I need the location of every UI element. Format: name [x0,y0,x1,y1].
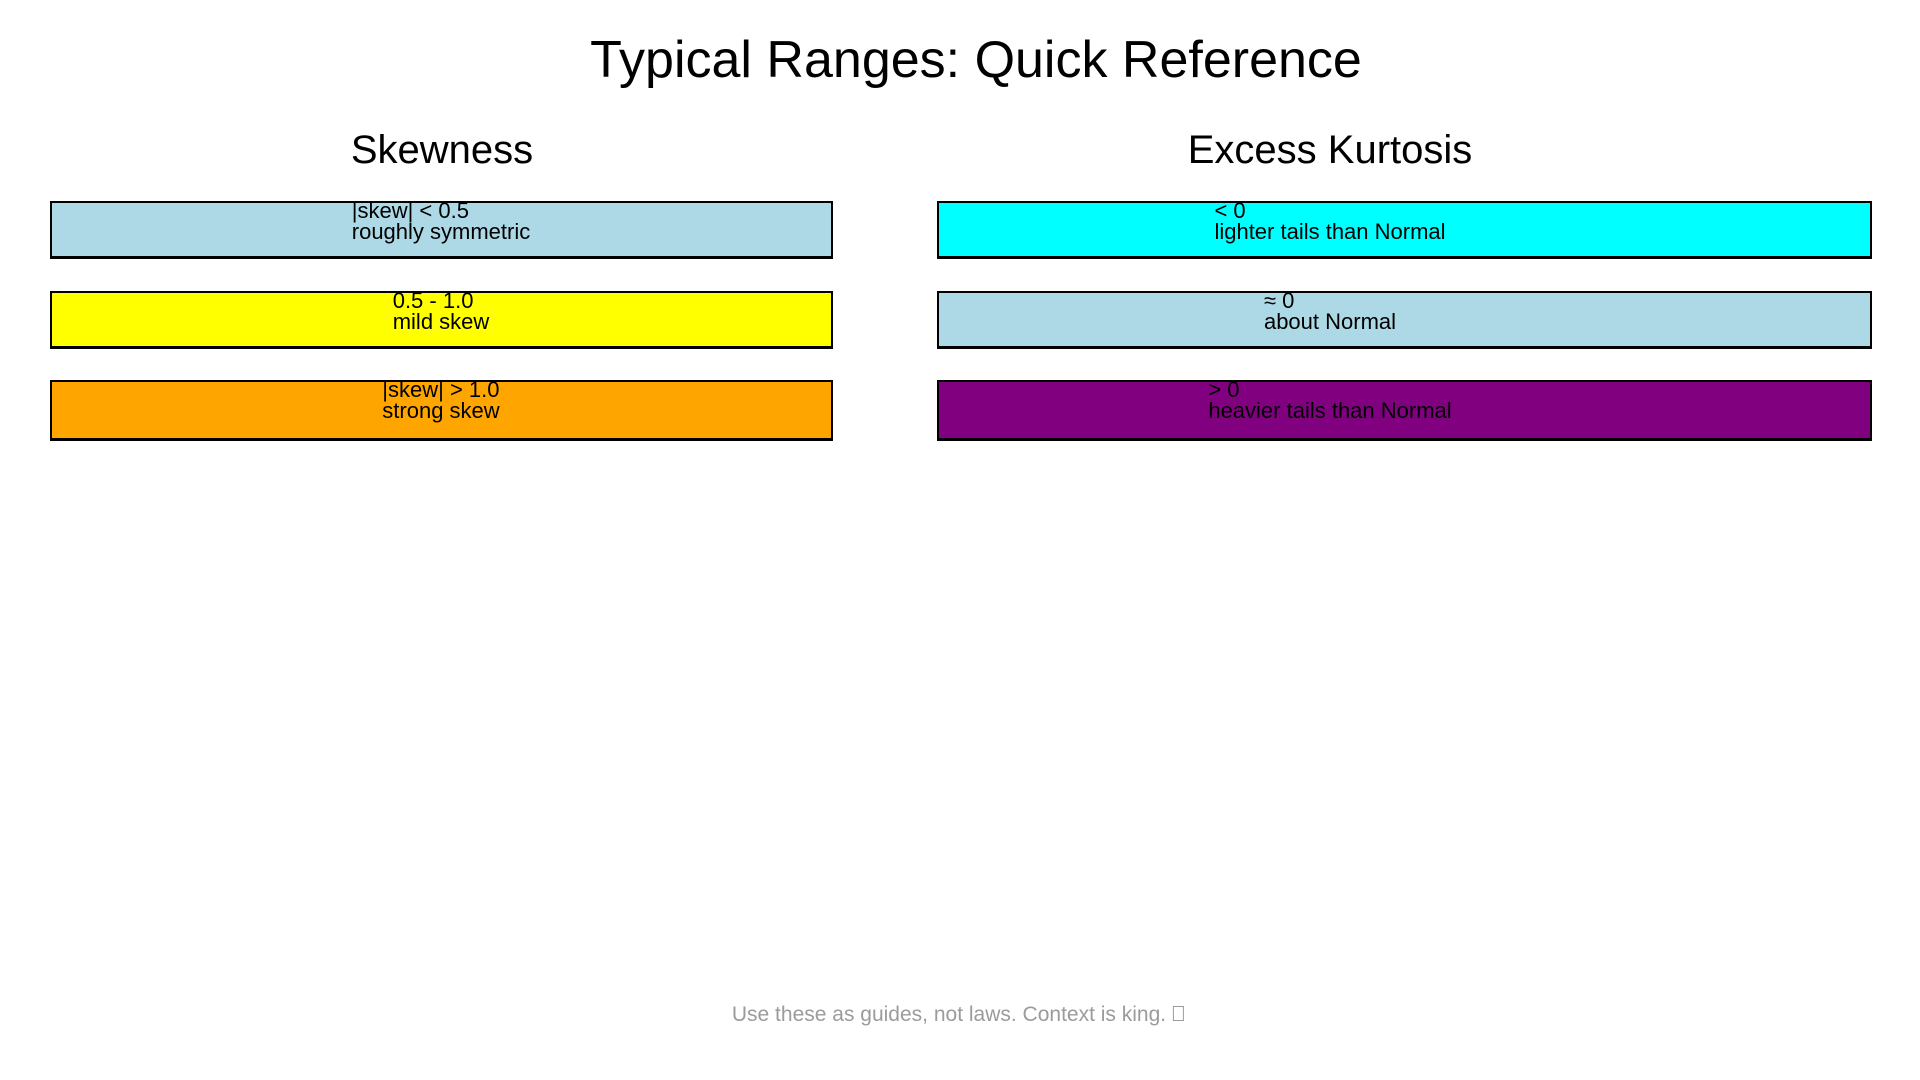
range-label: heavier tails than Normal [1208,398,1452,423]
range-value: > 0 [1208,377,1240,402]
kurtosis-box-zero [937,291,1872,349]
skewness-box-mild [50,291,833,349]
page-title: Typical Ranges: Quick Reference [590,31,1362,89]
range-value: ≈ 0 [1263,288,1295,313]
skewness-box-symmetric-text: |skew| < 0.5 roughly symmetric [351,198,531,244]
kurtosis-box-zero-text: ≈ 0 about Normal [1263,288,1397,334]
excess-kurtosis-column-header: Excess Kurtosis [1187,128,1473,172]
range-value: < 0 [1214,198,1246,223]
kurtosis-box-negative [937,201,1872,259]
missing-glyph-box [1173,1006,1185,1021]
range-label: strong skew [382,398,500,423]
range-value: |skew| > 1.0 [382,377,500,402]
kurtosis-box-negative-text: < 0 lighter tails than Normal [1214,198,1446,244]
skewness-column-header: Skewness [350,128,534,172]
kurtosis-box-positive [937,380,1872,441]
kurtosis-box-positive-text: > 0 heavier tails than Normal [1208,377,1452,423]
skewness-box-symmetric [50,201,833,259]
footer-note: Use these as guides, not laws. Context i… [731,1003,1185,1026]
range-label: roughly symmetric [351,219,531,244]
skewness-box-strong [50,380,833,441]
range-label: about Normal [1263,309,1397,334]
skewness-box-strong-text: |skew| > 1.0 strong skew [382,377,500,423]
footer-note-text: Use these as guides, not laws. Context i… [731,1003,1167,1026]
skewness-box-mild-text: 0.5 - 1.0 mild skew [392,288,490,334]
range-value: 0.5 - 1.0 [392,288,474,313]
range-label: lighter tails than Normal [1214,219,1446,244]
range-value: |skew| < 0.5 [351,198,469,223]
range-label: mild skew [392,309,490,334]
